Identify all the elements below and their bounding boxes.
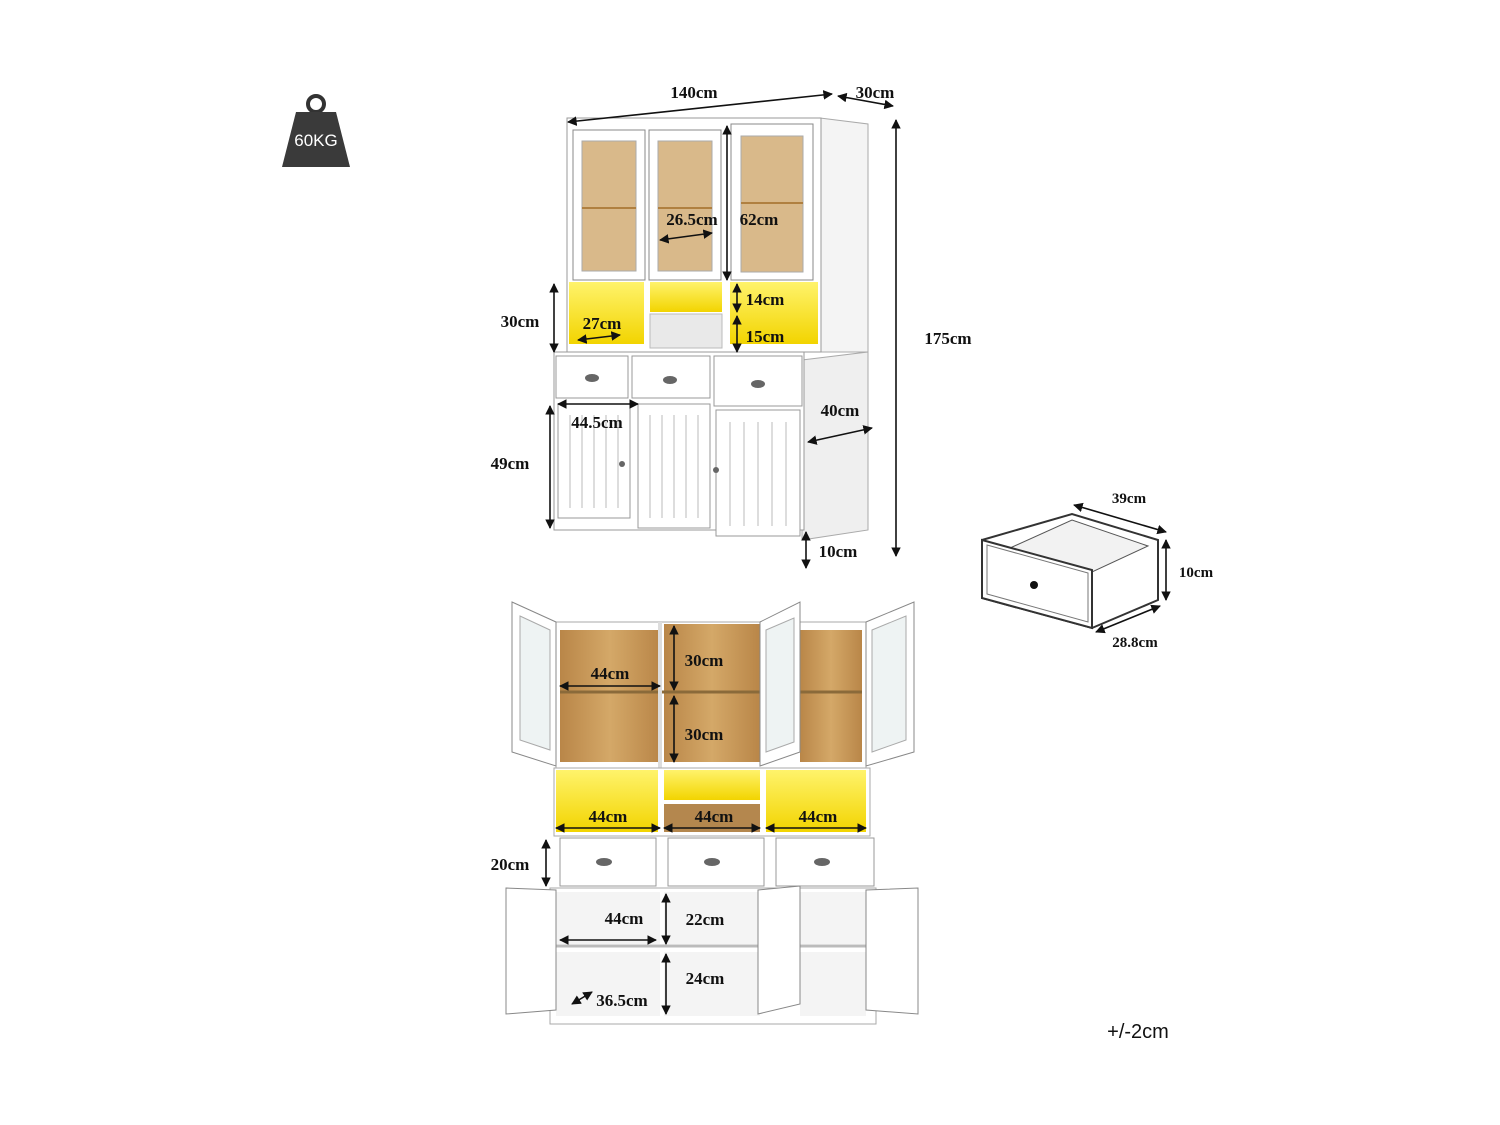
glass-door-middle [648, 129, 722, 281]
light-upper-label: 14cm [746, 290, 785, 309]
light-right-label: 44cm [799, 807, 838, 826]
weight-label: 60KG [294, 131, 337, 150]
drawer-width-label: 39cm [1112, 491, 1147, 507]
drawer-depth-label: 28.8cm [1112, 635, 1158, 651]
front-dimension-lines [545, 90, 901, 569]
open-dimension-lines [541, 625, 867, 1015]
light-niche-middle [650, 282, 722, 312]
light-mid-label: 44cm [695, 807, 734, 826]
drawer-illustration [981, 512, 1159, 630]
lower-top-gap-label: 22cm [686, 910, 725, 929]
front-lower-doors [557, 403, 801, 537]
glass-shelf-width-label: 26.5cm [666, 210, 717, 229]
lower-shelf-width-label: 44cm [605, 909, 644, 928]
light-niche-open [649, 313, 723, 349]
base-depth-label: 40cm [821, 401, 860, 420]
upper-bottom-gap-label: 30cm [685, 725, 724, 744]
front-drawers [555, 355, 803, 407]
drawer-height-label: 10cm [1179, 565, 1214, 581]
glass-door-left [572, 129, 646, 281]
upper-shelf-width-label: 44cm [591, 664, 630, 683]
drawer-height-open-label: 20cm [491, 855, 530, 874]
light-lower-label: 15cm [746, 327, 785, 346]
lower-bottom-gap-label: 24cm [686, 969, 725, 988]
base-cabinet-height-label: 49cm [491, 454, 530, 473]
tolerance-note: +/-2cm [1107, 1021, 1169, 1043]
open-view-cabinet [505, 601, 919, 1025]
light-niche-left [569, 282, 644, 344]
depth-label: 30cm [856, 83, 895, 102]
light-niche-width-label: 27cm [583, 314, 622, 333]
light-section-height-label: 30cm [501, 312, 540, 331]
light-left-label: 44cm [589, 807, 628, 826]
width-label: 140cm [670, 83, 717, 102]
drawer-dimension-lines [1073, 502, 1171, 634]
glass-section-height-label: 62cm [740, 210, 779, 229]
leg-height-label: 10cm [819, 542, 858, 561]
light-niche-right [730, 282, 818, 344]
glass-door-right [730, 123, 814, 281]
upper-top-gap-label: 30cm [685, 651, 724, 670]
height-label: 175cm [924, 329, 971, 348]
door-width-label: 44.5cm [571, 413, 622, 432]
lower-depth-label: 36.5cm [596, 991, 647, 1010]
front-view-cabinet [553, 117, 869, 541]
weight-icon: 60KG [282, 94, 350, 167]
